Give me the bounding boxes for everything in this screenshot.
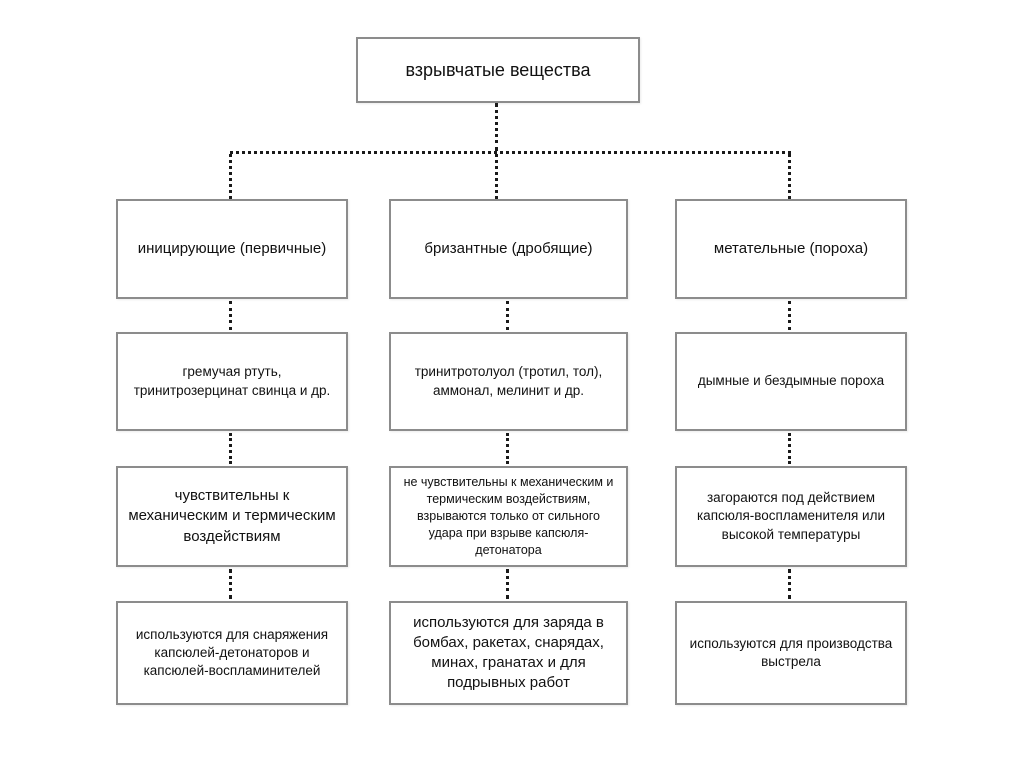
initiating-usage-label: используются для снаряжения капсюлей-дет… xyxy=(135,626,329,679)
initiating-sensitivity-label: чувствительны к механическим и термическ… xyxy=(128,487,336,545)
brisant-type-label: бризантные (дробящие) xyxy=(424,239,593,257)
node-propellant-usage: используются для производства выстрела xyxy=(675,601,907,705)
node-initiating-type: иницирующие (первичные) xyxy=(116,199,348,299)
propellant-type-label: метательные (пороха) xyxy=(713,239,869,257)
node-brisant-type: бризантные (дробящие) xyxy=(389,199,628,299)
propellant-sensitivity-label: загораются под действием капсюля-восплам… xyxy=(696,490,886,542)
connector-initiating-sensitivity xyxy=(229,433,232,464)
connector-brisant-usage xyxy=(506,569,509,599)
node-initiating-examples: гремучая ртуть, тринитрозерцинат свинца … xyxy=(116,332,348,431)
node-brisant-examples: тринитротолуол (тротил, тол), аммонал, м… xyxy=(389,332,628,431)
initiating-examples-label: гремучая ртуть, тринитрозерцинат свинца … xyxy=(133,364,331,398)
propellant-examples-label: дымные и бездымные пороха xyxy=(697,373,885,389)
node-brisant-sensitivity: не чувствительны к механическим и термич… xyxy=(389,466,628,567)
connector-brisant-examples xyxy=(506,301,509,330)
node-propellant-type: метательные (пороха) xyxy=(675,199,907,299)
connector-propellant-sensitivity xyxy=(788,433,791,464)
node-initiating-usage: используются для снаряжения капсюлей-дет… xyxy=(116,601,348,705)
brisant-usage-label: используются для заряда в бомбах, ракета… xyxy=(413,613,604,692)
connector-propellant-usage xyxy=(788,569,791,599)
connector-root-trunk xyxy=(495,103,498,151)
connector-drop-propellant xyxy=(788,154,791,199)
node-propellant-sensitivity: загораются под действием капсюля-восплам… xyxy=(675,466,907,567)
connector-drop-brisant xyxy=(495,154,498,199)
node-root-title: взрывчатые вещества xyxy=(356,37,640,103)
propellant-usage-label: используются для производства выстрела xyxy=(689,635,893,669)
node-initiating-sensitivity: чувствительны к механическим и термическ… xyxy=(116,466,348,567)
brisant-sensitivity-label: не чувствительны к механическим и термич… xyxy=(403,475,614,557)
connector-brisant-sensitivity xyxy=(506,433,509,464)
root-title-label: взрывчатые вещества xyxy=(405,59,591,80)
connector-initiating-usage xyxy=(229,569,232,599)
initiating-type-label: иницирующие (первичные) xyxy=(137,239,327,257)
connector-drop-initiating xyxy=(229,154,232,199)
connector-initiating-examples xyxy=(229,301,232,330)
node-brisant-usage: используются для заряда в бомбах, ракета… xyxy=(389,601,628,705)
connector-propellant-examples xyxy=(788,301,791,330)
node-propellant-examples: дымные и бездымные пороха xyxy=(675,332,907,431)
brisant-examples-label: тринитротолуол (тротил, тол), аммонал, м… xyxy=(414,364,603,398)
connector-branch-line xyxy=(230,151,791,154)
